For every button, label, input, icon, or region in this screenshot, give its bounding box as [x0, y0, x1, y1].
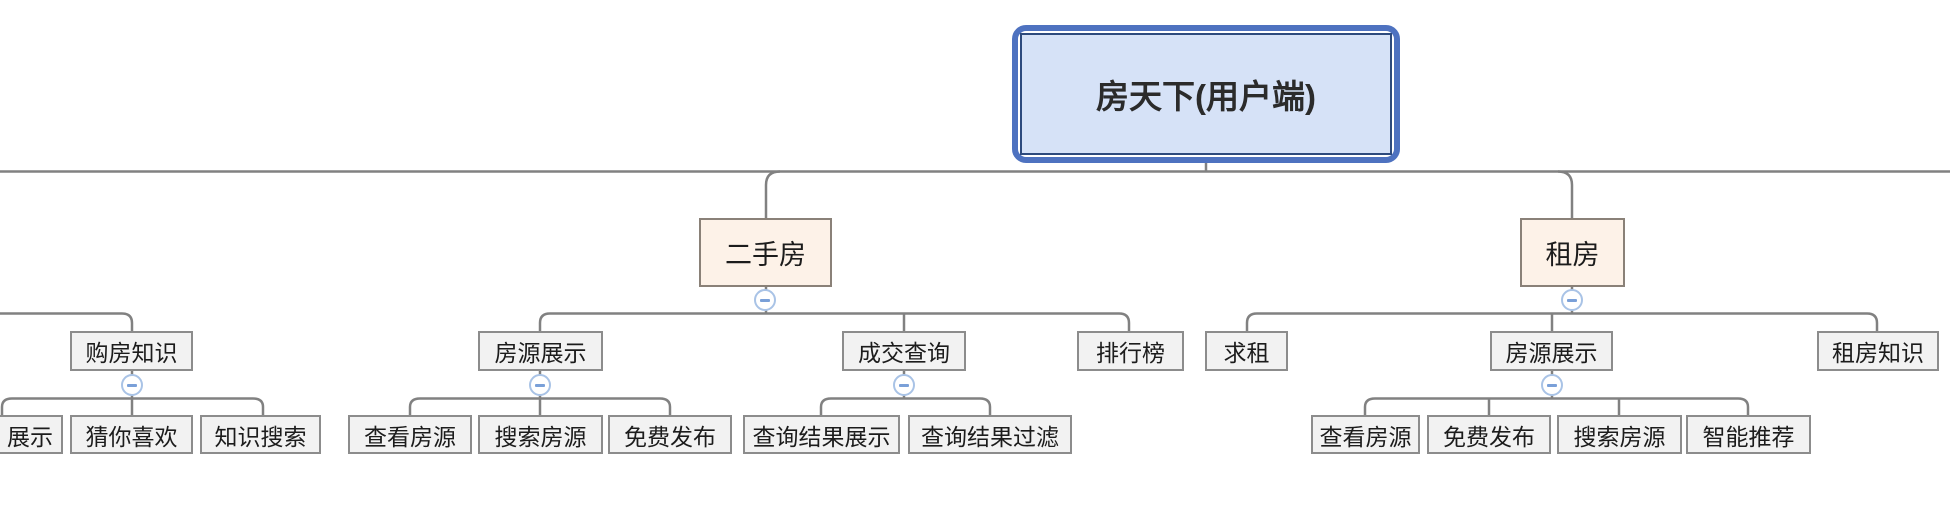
- node-rent-house[interactable]: 租房: [1520, 218, 1625, 287]
- minus-glyph: [1567, 298, 1577, 302]
- node-secondhand-house[interactable]: 二手房: [699, 218, 832, 287]
- collapse-minus-icon-rent[interactable]: [1561, 289, 1583, 311]
- collapse-minus-icon-buy-knowledge[interactable]: [121, 374, 143, 396]
- node-label: 租房: [1545, 240, 1600, 270]
- node-label: 查询结果展示: [752, 423, 891, 450]
- node-label: 猜你喜欢: [85, 423, 178, 450]
- node-root-inner: 房天下(用户端): [1020, 33, 1392, 155]
- node-label: 成交查询: [858, 340, 950, 366]
- node-label: 搜索房源: [1573, 423, 1666, 450]
- node-free-publish-rent[interactable]: 免费发布: [1427, 415, 1551, 454]
- node-rent-knowledge[interactable]: 租房知识: [1817, 331, 1939, 371]
- node-label: 房源展示: [494, 340, 587, 366]
- node-label: 求租: [1223, 340, 1270, 366]
- collapse-minus-icon-listing-display-rent[interactable]: [1541, 374, 1563, 396]
- node-listing-display-rent[interactable]: 房源展示: [1490, 331, 1613, 371]
- node-view-listing-secondhand[interactable]: 查看房源: [348, 415, 472, 454]
- node-label: 免费发布: [1443, 423, 1535, 450]
- node-display-cropped[interactable]: 展示: [0, 415, 63, 454]
- node-label: 搜索房源: [494, 423, 587, 450]
- node-label: 展示: [7, 423, 53, 450]
- node-label: 二手房: [725, 240, 806, 270]
- node-query-result-display[interactable]: 查询结果展示: [743, 415, 900, 454]
- node-seek-rent[interactable]: 求租: [1205, 331, 1288, 371]
- node-view-listing-rent[interactable]: 查看房源: [1311, 415, 1420, 454]
- node-deal-query[interactable]: 成交查询: [842, 331, 966, 371]
- collapse-minus-icon-secondhand[interactable]: [754, 289, 776, 311]
- collapse-minus-icon-listing-display-secondhand[interactable]: [529, 374, 551, 396]
- node-label: 排行榜: [1096, 340, 1165, 366]
- minus-glyph: [535, 383, 545, 387]
- node-listing-display-secondhand[interactable]: 房源展示: [478, 331, 603, 371]
- node-query-result-filter[interactable]: 查询结果过滤: [908, 415, 1072, 454]
- node-smart-recommend[interactable]: 智能推荐: [1686, 415, 1811, 454]
- node-buy-knowledge[interactable]: 购房知识: [70, 331, 193, 371]
- node-search-listing-rent[interactable]: 搜索房源: [1557, 415, 1682, 454]
- node-search-listing-secondhand[interactable]: 搜索房源: [478, 415, 603, 454]
- minus-glyph: [127, 383, 137, 387]
- node-label: 购房知识: [85, 340, 178, 366]
- node-label: 租房知识: [1832, 340, 1924, 366]
- node-knowledge-search[interactable]: 知识搜索: [200, 415, 321, 454]
- node-root[interactable]: 房天下(用户端): [1012, 25, 1400, 163]
- node-label: 智能推荐: [1702, 423, 1795, 450]
- minus-glyph: [760, 298, 770, 302]
- minus-glyph: [899, 383, 909, 387]
- node-label: 免费发布: [624, 423, 716, 450]
- node-label: 查看房源: [364, 423, 456, 450]
- node-ranking[interactable]: 排行榜: [1077, 331, 1184, 371]
- node-guess-you-like[interactable]: 猜你喜欢: [70, 415, 193, 454]
- node-free-publish-secondhand[interactable]: 免费发布: [608, 415, 732, 454]
- collapse-minus-icon-deal-query[interactable]: [893, 374, 915, 396]
- minus-glyph: [1547, 383, 1557, 387]
- node-label: 房天下(用户端): [1096, 78, 1316, 115]
- node-label: 知识搜索: [214, 423, 307, 450]
- node-label: 查询结果过滤: [921, 423, 1059, 450]
- node-label: 查看房源: [1319, 423, 1412, 450]
- node-label: 房源展示: [1505, 340, 1598, 366]
